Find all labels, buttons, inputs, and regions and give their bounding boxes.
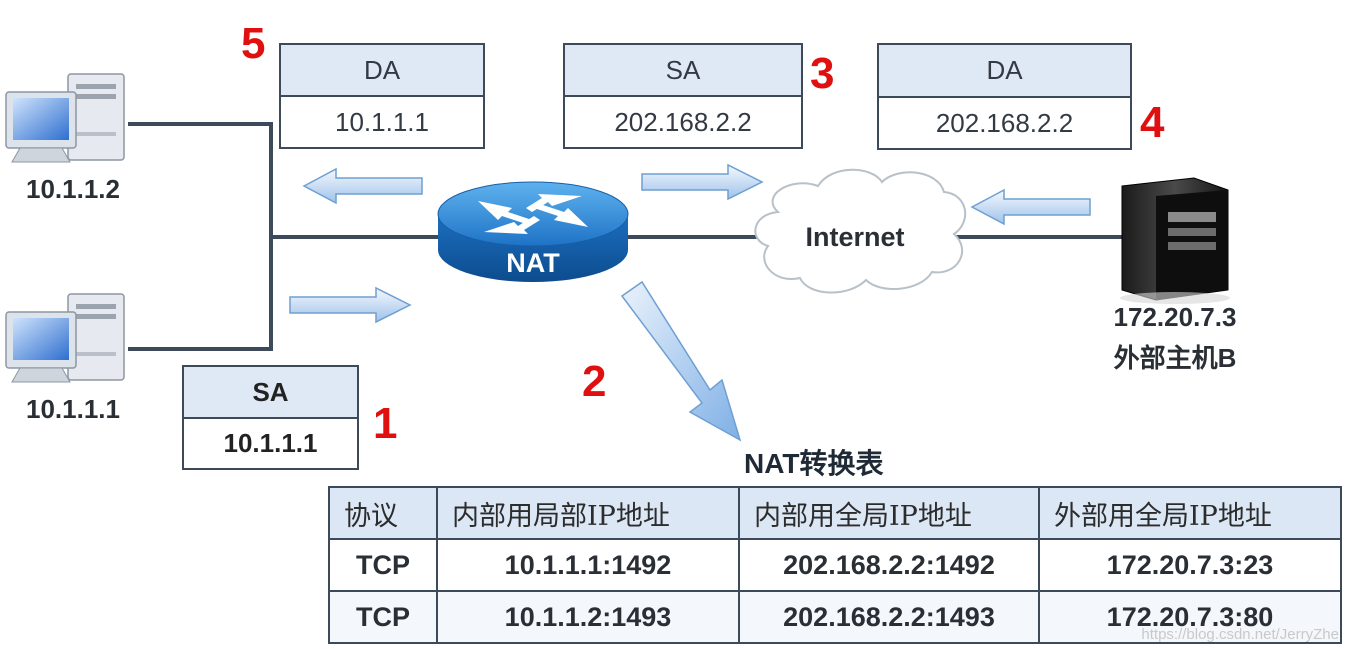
header-inside-local: 内部用局部IP地址 [436,486,740,540]
arrow-to-nat-table [620,280,742,442]
internet-cloud [754,168,967,294]
table-cell: 172.20.7.3:80 [1038,590,1342,644]
header-protocol: 协议 [328,486,438,540]
table-cell: 202.168.2.2:1493 [738,590,1040,644]
header-outside-global: 外部用全局IP地址 [1038,486,1342,540]
table-cell: 202.168.2.2:1492 [738,538,1040,592]
router-label: NAT [506,248,560,278]
table-row: TCP 10.1.1.1:1492 202.168.2.2:1492 172.2… [328,538,1342,592]
table-row: TCP 10.1.1.2:1493 202.168.2.2:1493 172.2… [328,590,1342,644]
host-top-label: 10.1.1.2 [26,174,120,204]
pc-top-icon [5,73,125,163]
wiring [128,122,1122,351]
arrow-right-to-router [289,286,412,324]
field-name: SA [184,367,357,419]
step-number-2: 2 [582,357,607,406]
step-number-1: 1 [373,399,398,448]
nat-table-title: NAT转换表 [744,448,884,479]
field-value: 202.168.2.2 [614,106,752,137]
cloud-label: Internet [805,222,905,252]
server-ip-label: 172.20.7.3 [1113,302,1237,332]
server-icon [1120,177,1230,304]
table-cell: TCP [328,590,438,644]
table-cell: 10.1.1.1:1492 [436,538,740,592]
arrow-right-to-internet [641,163,764,201]
header-inside-global: 内部用全局IP地址 [738,486,1040,540]
field-value: 10.1.1.1 [335,106,429,137]
nat-translation-table: 协议 内部用局部IP地址 内部用全局IP地址 外部用全局IP地址 TCP 10.… [328,486,1342,644]
pc-bottom-icon [5,293,125,383]
field-name: DA [879,45,1130,98]
nat-router [437,181,629,282]
table-cell: 172.20.7.3:23 [1038,538,1342,592]
table-header-row: 协议 内部用局部IP地址 内部用全局IP地址 外部用全局IP地址 [328,486,1342,540]
table-cell: 10.1.1.2:1493 [436,590,740,644]
router-arrows-icon [478,194,588,234]
field-name: SA [565,45,801,97]
arrow-left-to-hosts [302,167,423,205]
packet-header-step4: DA 202.168.2.2 [877,43,1132,150]
lan-link [128,122,273,351]
watermark: https://blog.csdn.net/JerryZhe [1141,626,1339,643]
packet-header-step5: DA 10.1.1.1 [279,43,485,149]
packet-header-step1: SA 10.1.1.1 [182,365,359,470]
field-value: 10.1.1.1 [223,428,318,458]
table-cell: TCP [328,538,438,592]
step-number-5: 5 [241,19,266,68]
packet-header-step3: SA 202.168.2.2 [563,43,803,149]
field-name: DA [281,45,483,97]
step-number-3: 3 [810,49,835,98]
host-bottom-label: 10.1.1.1 [26,394,120,424]
field-value: 202.168.2.2 [935,107,1074,138]
server-name-label: 外部主机B [1113,343,1237,373]
step-number-4: 4 [1140,98,1165,147]
arrow-left-from-server [970,188,1091,226]
